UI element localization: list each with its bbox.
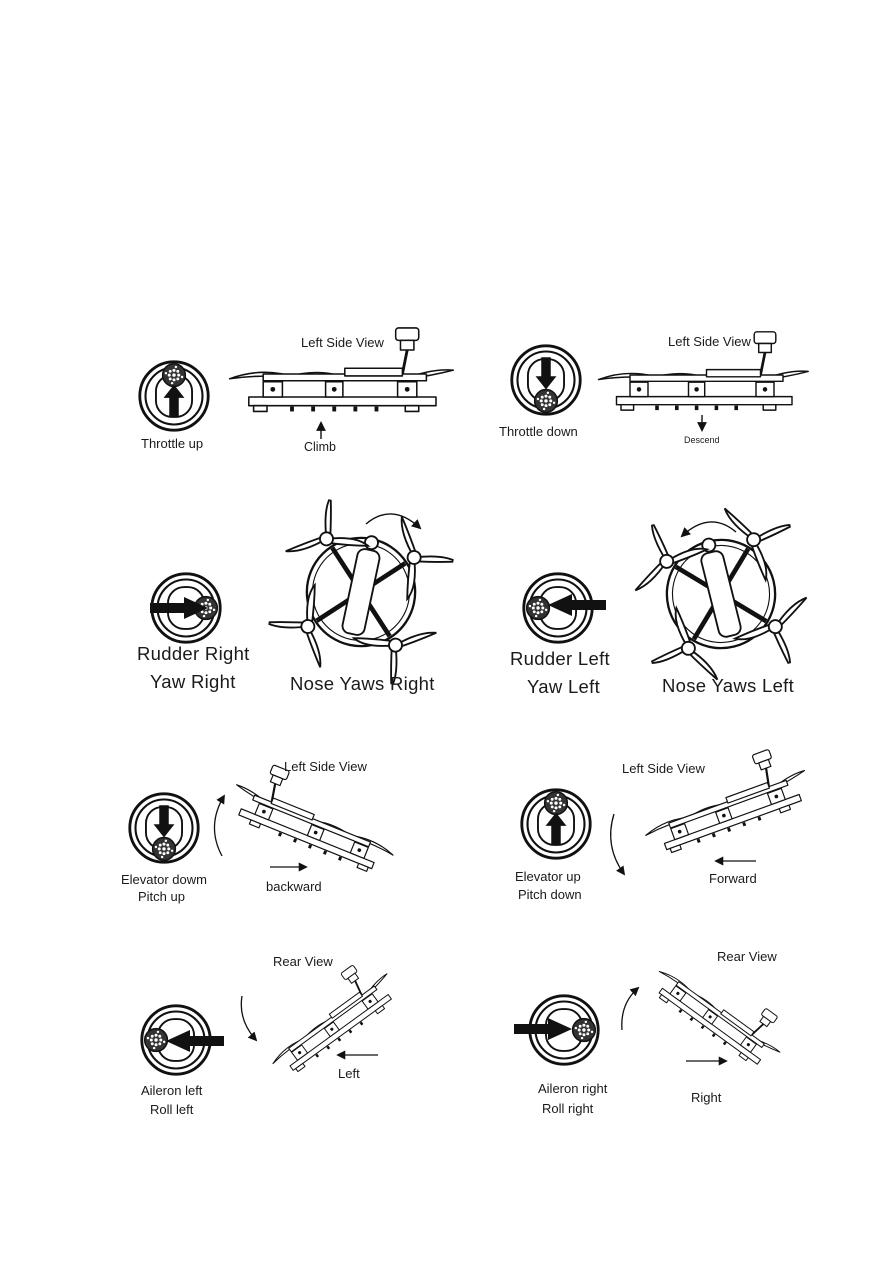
left-arrow-icon	[336, 1050, 378, 1060]
roll-left-rotation-icon	[240, 995, 258, 1042]
forward-arrow-icon	[714, 856, 756, 866]
right-arrow-icon	[686, 1056, 728, 1066]
aileron-left-arrow-icon	[166, 1030, 224, 1052]
elevator-up-stick-icon	[518, 786, 594, 862]
rudder-right-label: Rudder Right	[137, 643, 250, 664]
elevator-down-view-label: Left Side View	[284, 759, 367, 774]
aileron-right-view-label: Rear View	[717, 949, 777, 964]
elevator-up-label: Elevator up	[515, 869, 581, 884]
pitch-up-rotation-icon	[213, 794, 225, 857]
throttle-up-label: Throttle up	[141, 436, 204, 451]
right-label: Right	[691, 1090, 722, 1105]
throttle-up-view-label: Left Side View	[301, 335, 384, 350]
yaw-left-label: Yaw Left	[527, 676, 601, 697]
roll-left-label: Roll left	[150, 1102, 194, 1117]
descend-arrow-icon	[697, 415, 707, 432]
elevator-up-view-label: Left Side View	[622, 761, 705, 776]
pitch-down-label: Pitch down	[518, 887, 582, 902]
backward-arrow-icon	[270, 862, 308, 872]
aileron-right-label: Aileron right	[538, 1081, 608, 1096]
pitch-down-rotation-icon	[610, 813, 626, 876]
roll-right-rotation-icon	[621, 986, 640, 1031]
roll-right-label: Roll right	[542, 1101, 594, 1116]
climb-arrow-icon	[316, 421, 326, 439]
pitch-up-drone-side-view-icon	[218, 753, 414, 880]
yaw-right-label: Yaw Right	[150, 671, 236, 692]
yaw-left-rotation-icon	[680, 521, 737, 538]
backward-label: backward	[266, 879, 322, 894]
roll-left-drone-rear-view-icon	[246, 950, 412, 1088]
throttle-down-view-label: Left Side View	[668, 334, 751, 349]
elevator-down-label: Elevator dowm	[121, 872, 207, 887]
yaw-right-rotation-icon	[365, 513, 422, 530]
left-label: Left	[338, 1066, 360, 1081]
throttle-up-stick-icon	[136, 358, 212, 434]
aileron-left-label: Aileron left	[141, 1083, 203, 1098]
rudder-left-label: Rudder Left	[510, 648, 610, 669]
forward-label: Forward	[709, 871, 757, 886]
throttle-down-stick-icon	[508, 342, 584, 418]
nose-yaws-left-label: Nose Yaws Left	[662, 675, 795, 696]
nose-yaws-right-label: Nose Yaws Right	[290, 673, 435, 694]
descend-label: Descend	[684, 435, 720, 445]
rudder-left-arrow-icon	[548, 594, 606, 616]
rudder-right-arrow-icon	[150, 597, 208, 619]
aileron-left-view-label: Rear View	[273, 954, 333, 969]
elevator-down-stick-icon	[126, 790, 202, 866]
climb-label: Climb	[304, 440, 336, 454]
pitch-up-label: Pitch up	[138, 889, 185, 904]
aileron-right-arrow-icon	[514, 1018, 572, 1040]
throttle-down-label: Throttle down	[499, 424, 578, 439]
